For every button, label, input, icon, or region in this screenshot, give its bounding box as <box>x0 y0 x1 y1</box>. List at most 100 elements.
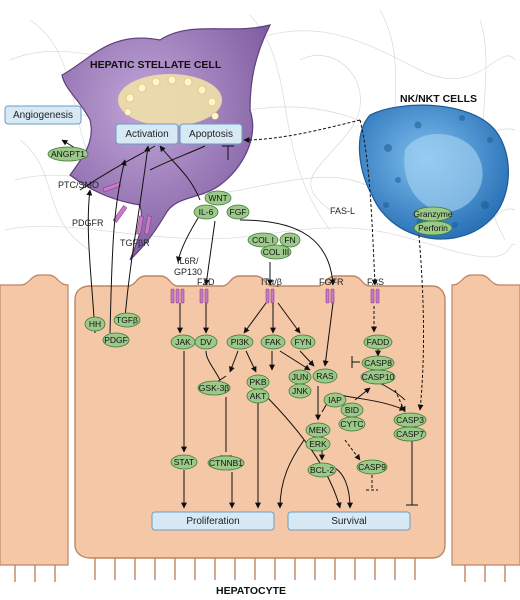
node-casp9: CASP9 <box>356 459 388 475</box>
node-ras: RAS <box>312 368 338 384</box>
integrin-label: ITα/β <box>261 277 282 287</box>
node-label-casp9: CASP9 <box>358 462 386 472</box>
node-fn: FN <box>279 232 301 248</box>
node-label-jun: JUN <box>292 372 309 382</box>
node-label-ctnnb1: CTNNB1 <box>209 458 243 468</box>
node-label-perforin: Perforin <box>418 223 448 233</box>
node-fak: FAK <box>260 334 286 350</box>
node-label-ras: RAS <box>316 371 334 381</box>
nk-cell-title: NK/NKT CELLS <box>400 93 477 105</box>
node-label-pi3k: PI3K <box>231 337 250 347</box>
node-fadd: FADD <box>363 334 393 350</box>
tgfbr-label: TGFβR <box>120 238 150 248</box>
node-label-col1: COL I <box>252 235 274 245</box>
node-label-dv: DV <box>200 337 212 347</box>
node-label-bcl2: BCL-2 <box>310 465 334 475</box>
node-label-casp7: CASP7 <box>396 429 424 439</box>
survival-label: Survival <box>331 516 367 527</box>
node-pi3k: PI3K <box>226 334 254 350</box>
hepatocyte-cells <box>0 274 520 566</box>
node-label-pdgf: PDGF <box>104 335 128 345</box>
node-casp10: CASP10 <box>360 369 396 385</box>
proliferation-box: Proliferation <box>151 511 275 531</box>
node-cytc: CYTC <box>338 416 366 432</box>
angiogenesis-box: Angiogenesis <box>4 105 82 125</box>
node-label-il6: IL-6 <box>199 207 214 217</box>
node-iap: IAP <box>323 392 347 408</box>
node-perforin: Perforin <box>413 220 453 236</box>
node-casp8: CASP8 <box>361 355 395 371</box>
angiogenesis-label: Angiogenesis <box>13 110 73 121</box>
node-label-fyn: FYN <box>295 337 312 347</box>
node-granzyme: Granzyme <box>413 206 453 222</box>
apoptosis-hsc-box: Apoptosis <box>179 123 243 145</box>
node-label-casp3: CASP3 <box>396 415 424 425</box>
nk-cell-body <box>358 104 509 240</box>
node-angpt1: ANGPT1 <box>47 146 89 162</box>
proliferation-label: Proliferation <box>186 516 239 527</box>
apoptosis-label: Apoptosis <box>189 129 233 140</box>
node-col3: COL III <box>260 244 292 260</box>
node-label-pkb: PKB <box>249 377 266 387</box>
node-hh: HH <box>84 316 106 332</box>
ptc-smo-label: PTC/SMO <box>58 180 99 190</box>
node-dv: DV <box>194 334 218 350</box>
node-label-granzyme: Granzyme <box>413 209 452 219</box>
node-label-gsk3b: GSK-3β <box>199 383 230 393</box>
stellate-cell-title: HEPATIC STELLATE CELL <box>90 59 222 71</box>
node-label-akt: AKT <box>250 391 267 401</box>
node-fgf: FGF <box>226 204 250 220</box>
node-label-casp10: CASP10 <box>362 372 395 382</box>
node-akt: AKT <box>246 388 270 404</box>
node-ctnnb1: CTNNB1 <box>207 455 245 471</box>
node-casp7: CASP7 <box>393 426 427 442</box>
node-label-fadd: FADD <box>367 337 390 347</box>
node-label-mek: MEK <box>309 425 328 435</box>
pathway-edges <box>61 119 425 509</box>
il6r-label-1: IL6R/ <box>177 256 199 266</box>
node-pdgf: PDGF <box>102 332 130 348</box>
node-erk: ERK <box>305 436 331 452</box>
activation-box: Activation <box>115 123 179 145</box>
node-bid: BID <box>340 402 364 418</box>
fas-receptor-label: FAS <box>367 277 384 287</box>
node-label-jak: JAK <box>175 337 191 347</box>
node-stat: STAT <box>170 454 198 470</box>
node-gsk3b: GSK-3β <box>197 380 231 396</box>
fas-l-label: FAS-L <box>330 206 355 216</box>
node-label-hh: HH <box>89 319 101 329</box>
node-pkb: PKB <box>246 374 270 390</box>
node-wnt: WNT <box>204 190 232 206</box>
fgfr-receptor-label: FGFR <box>319 277 344 287</box>
node-casp3: CASP3 <box>393 412 427 428</box>
node-tgfb: TGFβ <box>113 312 141 328</box>
node-label-fgf: FGF <box>230 207 247 217</box>
node-label-iap: IAP <box>328 395 342 405</box>
node-mek: MEK <box>305 422 331 438</box>
node-jak: JAK <box>170 334 196 350</box>
microvilli <box>14 558 506 582</box>
node-label-fak: FAK <box>265 337 281 347</box>
node-label-casp8: CASP8 <box>364 358 392 368</box>
il6r-label-2: GP130 <box>174 267 202 277</box>
node-jun: JUN <box>288 369 312 385</box>
node-label-bid: BID <box>345 405 359 415</box>
node-label-erk: ERK <box>309 439 327 449</box>
survival-box: Survival <box>287 511 411 531</box>
node-label-fn: FN <box>284 235 295 245</box>
node-label-col3: COL III <box>263 247 290 257</box>
node-label-jnk: JNK <box>292 386 308 396</box>
activation-label: Activation <box>125 129 168 140</box>
node-label-cytc: CYTC <box>340 419 363 429</box>
node-label-angpt1: ANGPT1 <box>51 149 85 159</box>
node-label-tgfb: TGFβ <box>116 315 138 325</box>
hepatocyte-title: HEPATOCYTE <box>216 585 286 597</box>
receptors <box>102 181 380 304</box>
node-label-wnt: WNT <box>208 193 227 203</box>
node-label-stat: STAT <box>174 457 194 467</box>
node-bcl2: BCL-2 <box>307 462 337 478</box>
node-col1: COL I <box>247 232 279 248</box>
